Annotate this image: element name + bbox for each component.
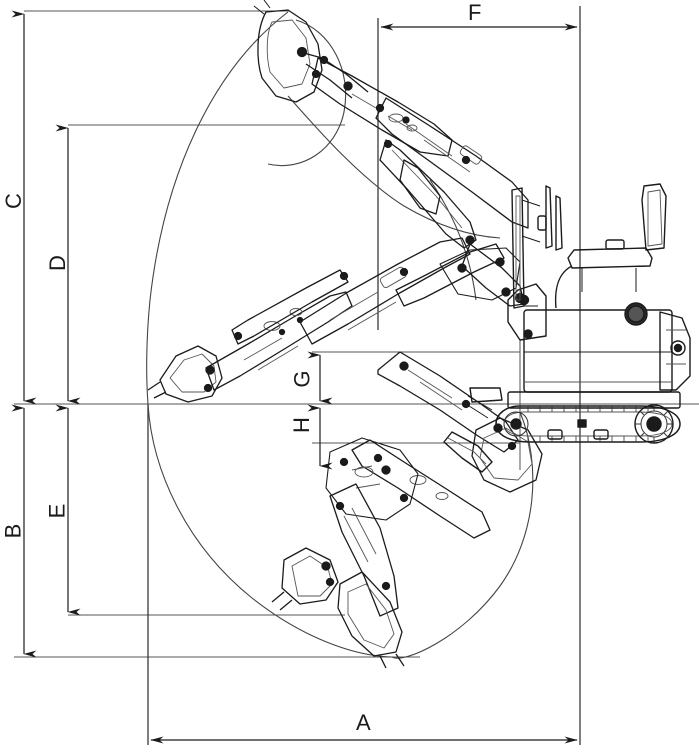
upper-dipper-arm <box>311 57 453 157</box>
middle-dipper-arm-detail <box>243 337 299 371</box>
track-roller-1 <box>547 429 563 440</box>
front-idler <box>503 411 529 437</box>
dimension-label-C: C <box>0 193 26 209</box>
dump-envelope <box>287 95 501 239</box>
middle-arm-cylinder <box>231 269 349 345</box>
left-lower-bucket-teeth <box>271 591 293 611</box>
dimension-lines <box>11 10 578 744</box>
upper-arm-cylinder <box>399 159 441 215</box>
middle-link-plate <box>439 247 521 301</box>
dozer-blade-lower <box>443 431 493 473</box>
extension-lines <box>14 10 699 658</box>
control-lever-left <box>545 185 553 249</box>
lower-bucket-teeth <box>379 653 405 669</box>
middle-arm-assembly <box>147 237 526 403</box>
track-chain <box>495 405 681 443</box>
max-reach-envelope-lower <box>147 403 393 658</box>
seat-frame-curve <box>554 265 573 309</box>
upper-cylinder-rod <box>391 149 463 229</box>
dimension-label-F: F <box>468 0 482 25</box>
track-grousers <box>527 406 649 442</box>
vertical-reference-lines <box>147 6 581 745</box>
upper-dipper-arm-detail <box>351 93 413 131</box>
upper-bucket-inner <box>266 19 311 89</box>
dimension-label-A: A <box>356 710 371 735</box>
right-lower-bucket-inner <box>479 427 533 481</box>
dozer-blade-face <box>447 437 487 465</box>
dozer-blade <box>469 387 503 403</box>
seat-back-pad <box>647 189 663 247</box>
lower-bucket-inner <box>347 583 395 649</box>
max-reach-envelope-upper <box>146 11 289 405</box>
lower-dipper-arm <box>351 439 491 539</box>
dimension-label-E: E <box>44 503 70 519</box>
track-frame <box>507 391 681 409</box>
lower-knuckle-holes <box>351 465 381 489</box>
middle-bucket-inner <box>169 353 217 393</box>
upper-boom <box>375 97 529 229</box>
middle-boom-rib <box>329 291 397 331</box>
upper-boom-rib <box>405 123 471 173</box>
track-roller-2 <box>593 429 609 440</box>
upper-arm-assembly <box>253 0 529 307</box>
middle-boom-cylinder <box>395 243 505 307</box>
lever-knob <box>537 215 547 231</box>
mid-envelope-arc <box>429 179 477 301</box>
right-lower-bucket <box>471 417 543 493</box>
lower-knuckle-plate <box>325 437 419 521</box>
lower-dipper-rib <box>343 507 377 563</box>
lower-dipper-lower <box>329 483 399 617</box>
upper-bucket <box>257 9 323 103</box>
operator-seat-back <box>641 183 667 251</box>
working-envelope <box>146 11 534 659</box>
upper-bucket-linkage <box>299 51 369 99</box>
sprocket-teeth <box>635 405 673 443</box>
control-lever-right <box>555 195 563 251</box>
canopy-post-inner <box>515 195 521 301</box>
seat-pedestal <box>581 268 637 292</box>
canopy-brace <box>521 199 541 243</box>
lower-bucket <box>337 571 403 657</box>
machine-body <box>443 183 691 473</box>
rear-counterweight <box>659 311 691 391</box>
lower-boom-detail <box>407 369 463 411</box>
middle-dipper-arm <box>205 291 353 391</box>
seat-arm <box>605 239 625 250</box>
dimension-label-B: B <box>0 523 26 539</box>
bucket-swing-arc-top <box>267 19 347 167</box>
middle-boom <box>299 237 471 345</box>
track-pad-marker <box>577 419 587 428</box>
rear-light <box>670 340 686 356</box>
middle-bucket-teeth <box>147 381 167 399</box>
dimension-label-D: D <box>44 255 70 271</box>
dimension-label-H: H <box>288 417 314 433</box>
dozer-blade-arm <box>465 395 493 419</box>
middle-bucket <box>159 345 223 403</box>
swing-bracket <box>507 283 547 341</box>
left-lower-bucket <box>281 547 339 605</box>
counterweight-rib <box>666 329 686 365</box>
canopy-post <box>511 187 525 309</box>
dimension-label-G: G <box>289 370 315 388</box>
upper-bucket-teeth <box>253 0 271 15</box>
